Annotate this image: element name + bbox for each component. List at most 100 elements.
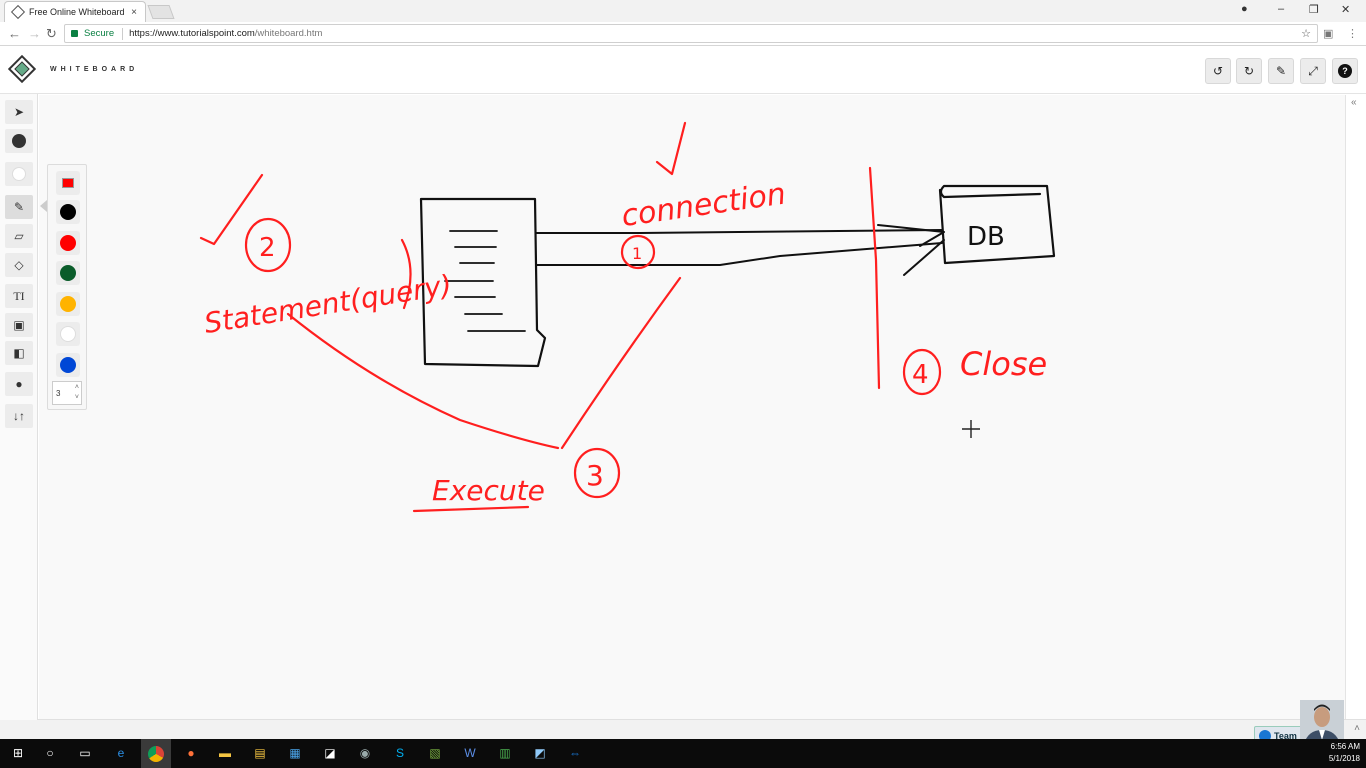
url-bar[interactable]: Secure https://www.tutorialspoint.com /w… — [64, 24, 1318, 43]
tool-sort[interactable]: ↓↑ — [5, 404, 33, 428]
minimize-button[interactable]: – — [1278, 3, 1285, 15]
palette-caret — [40, 200, 47, 212]
sort-icon: ↓↑ — [13, 409, 25, 423]
team-label: Team — [1274, 731, 1297, 741]
tool-eraser[interactable]: ▱ — [5, 224, 33, 248]
tool-text[interactable]: TI — [5, 284, 33, 308]
stepper-arrows-icon[interactable]: ˄˅ — [74, 384, 79, 401]
windows-taskbar: ⊞ ○ ▭ e ● ▬ ▤ ▦ ◪ ◉ S ▧ W ▥ ◩ ⇔ 6:56 AM … — [0, 739, 1366, 768]
undo-button[interactable]: ↺ — [1205, 58, 1231, 84]
system-clock[interactable]: 6:56 AM 5/1/2018 — [1329, 741, 1360, 765]
bookmark-star-icon[interactable]: ☆ — [1301, 28, 1311, 40]
tab-close-icon[interactable]: × — [131, 6, 137, 18]
skype-icon[interactable]: S — [395, 746, 404, 760]
redo-button[interactable]: ↻ — [1236, 58, 1262, 84]
pencil-icon: ✎ — [13, 200, 25, 214]
close-window-button[interactable]: ✕ — [1341, 4, 1351, 16]
store-icon[interactable]: ▦ — [289, 746, 301, 760]
stroke-width-value: 3 — [56, 388, 61, 398]
browser-tab-strip: Free Online Whiteboard × ● – ❐ ✕ — [0, 0, 1366, 22]
tab-title: Free Online Whiteboard — [29, 7, 125, 17]
stroke-color-icon — [12, 167, 26, 181]
tool-shapes[interactable]: ◇ — [5, 253, 33, 277]
paint-icon[interactable]: ◩ — [534, 746, 546, 760]
redo-icon: ↻ — [1243, 64, 1255, 78]
collapse-panel-icon[interactable]: « — [1351, 97, 1357, 108]
expand-bottom-icon[interactable]: ˄ — [1354, 723, 1360, 734]
swatch-current[interactable] — [56, 171, 80, 195]
swatch-black[interactable] — [56, 200, 80, 224]
color-dot — [60, 265, 76, 281]
edge-icon[interactable]: e — [117, 746, 125, 760]
expand-icon: ⤢ — [1308, 63, 1318, 78]
broom-icon: ✎ — [1275, 64, 1287, 78]
swatch-white[interactable] — [56, 322, 80, 346]
tool-media[interactable]: ◧ — [5, 341, 33, 365]
url-separator — [122, 27, 124, 40]
color-dot — [60, 326, 76, 342]
menu-icon[interactable]: ⋮ — [1347, 28, 1358, 40]
right-panel-rail: « — [1345, 95, 1366, 719]
swatch-yellow[interactable] — [56, 292, 80, 316]
color-dot — [60, 235, 76, 251]
help-icon: ? — [1338, 64, 1352, 78]
tool-pointer[interactable]: ➤ — [5, 100, 33, 124]
swatch-green[interactable] — [56, 261, 80, 285]
media-player-icon[interactable]: ◉ — [359, 746, 371, 760]
sticky-notes-icon[interactable]: ◪ — [324, 746, 336, 760]
brand-name: WHITEBOARD — [50, 66, 139, 73]
account-icon[interactable]: ● — [1241, 3, 1248, 15]
word-icon[interactable]: W — [464, 746, 476, 760]
search-icon[interactable]: ○ — [46, 746, 54, 760]
shapes-icon: ◇ — [14, 258, 24, 272]
folder-icon[interactable]: ▤ — [254, 746, 266, 760]
notepad-icon[interactable]: ▧ — [429, 746, 441, 760]
current-color-icon — [62, 178, 74, 188]
new-tab-button[interactable] — [147, 5, 175, 19]
bottom-bar: ˄ — [0, 719, 1366, 739]
swatch-red[interactable] — [56, 231, 80, 255]
clear-button[interactable]: ✎ — [1268, 58, 1294, 84]
image-icon: ▣ — [13, 318, 25, 332]
presenter-avatar-icon — [1300, 700, 1344, 744]
tool-stroke-color[interactable] — [5, 162, 33, 186]
chrome-icon[interactable] — [141, 739, 171, 768]
browser-tab[interactable]: Free Online Whiteboard × — [4, 1, 146, 22]
clock-time: 6:56 AM — [1330, 742, 1360, 751]
sql-server-icon[interactable]: ▥ — [499, 746, 511, 760]
file-explorer-icon[interactable]: ▬ — [219, 746, 231, 760]
swatch-blue[interactable] — [56, 353, 80, 377]
forward-icon[interactable]: → — [28, 26, 41, 41]
color-palette: 3 ˄˅ — [47, 164, 87, 410]
text-icon: TI — [13, 288, 25, 303]
color-dot — [60, 204, 76, 220]
firefox-icon[interactable]: ● — [187, 746, 195, 760]
left-toolbar: ➤ ✎ ▱ ◇ TI ▣ ◧ ● ↓↑ — [0, 94, 38, 720]
eraser-icon: ▱ — [14, 229, 24, 243]
teamviewer-taskbar-icon[interactable]: ⇔ — [569, 746, 581, 760]
tutorialspoint-favicon-icon — [10, 4, 26, 20]
lock-icon — [71, 30, 78, 37]
whiteboard-logo-icon — [8, 55, 36, 83]
fullscreen-button[interactable]: ⤢ — [1300, 58, 1326, 84]
windows-start-icon[interactable]: ⊞ — [12, 746, 24, 760]
back-icon[interactable]: ← — [8, 26, 21, 41]
tool-image[interactable]: ▣ — [5, 313, 33, 337]
presenter-webcam — [1300, 700, 1344, 744]
stroke-width-stepper[interactable]: 3 ˄˅ — [52, 381, 82, 405]
whiteboard-canvas[interactable] — [39, 95, 1345, 719]
extension-icon[interactable]: ▣ — [1323, 28, 1334, 40]
tool-fill-color[interactable] — [5, 129, 33, 153]
media-icon: ◧ — [13, 346, 25, 360]
fill-color-icon — [12, 134, 26, 148]
url-host: https://www.tutorialspoint.com — [129, 28, 255, 39]
help-button[interactable]: ? — [1332, 58, 1358, 84]
comment-icon: ● — [15, 377, 23, 391]
tool-comment[interactable]: ● — [5, 372, 33, 396]
tool-pencil[interactable]: ✎ — [5, 195, 33, 219]
reload-icon[interactable]: ↻ — [46, 26, 57, 41]
app-header: WHITEBOARD ↺ ↻ ✎ ⤢ ? — [0, 46, 1366, 94]
restore-button[interactable]: ❐ — [1309, 4, 1319, 16]
task-view-icon[interactable]: ▭ — [79, 746, 91, 760]
undo-icon: ↺ — [1212, 64, 1224, 78]
